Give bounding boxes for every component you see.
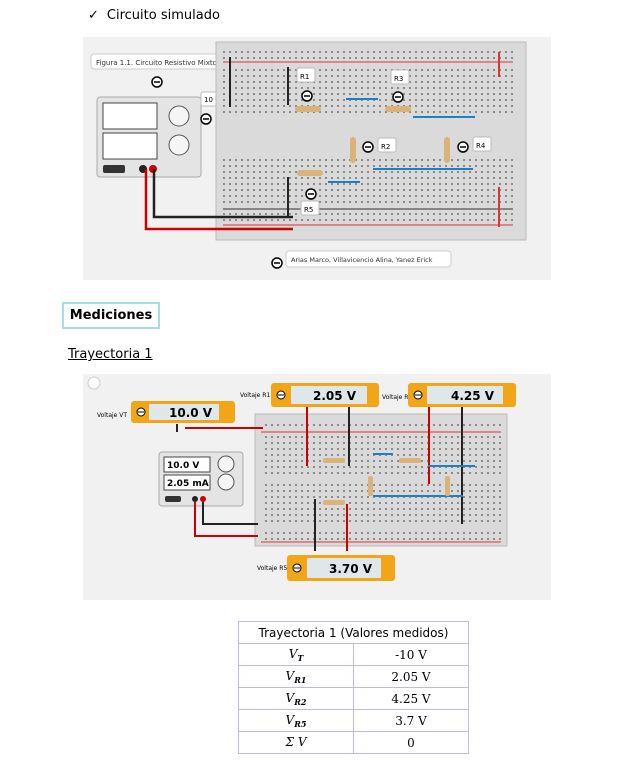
check-icon: ✓ [88, 8, 99, 23]
subtitle-trayectoria: Trayectoria 1 [68, 347, 153, 362]
figure-circuit-simulated: Figura 1.1. Circuito Resistivo Mixto 10 … [83, 37, 551, 280]
source-voltage-label: 10 v [204, 96, 219, 104]
row-value: -10 V [353, 643, 469, 666]
row-symbol: V [288, 646, 298, 661]
resistor-r5 [297, 170, 323, 176]
row-subscript: R1 [294, 674, 307, 685]
label-r2: R2 [381, 143, 390, 151]
section-label: Mediciones [69, 308, 153, 323]
measurement-diagram: 10.0 V 2.05 mA Voltaje VT 10.0 V V [87, 376, 516, 581]
figure-caption: Figura 1.1. Circuito Resistivo Mixto [96, 59, 217, 67]
row-subscript: T [297, 652, 304, 663]
table-row: VR1 2.05 V [238, 665, 469, 688]
current-knob-icon [168, 134, 190, 156]
supply-current: 2.05 mA [167, 479, 209, 489]
r2-label: Voltaje R2 [382, 394, 412, 401]
supply-voltage: 10.0 V [167, 461, 199, 471]
label-r5: R5 [304, 206, 313, 214]
results-table: Trayectoria 1 (Valores medidos) VT -10 V… [238, 621, 469, 754]
row-symbol: Σ V [285, 734, 307, 749]
label-r4: R4 [476, 142, 486, 150]
vt-label: Voltaje VT [97, 412, 127, 419]
r5-label: Voltaje R5 [257, 565, 287, 572]
row-symbol: V [285, 668, 295, 683]
fit-icon [87, 376, 101, 390]
r2-value: 4.25 V [451, 389, 495, 403]
row-subscript: R5 [294, 718, 307, 729]
figure-measurements: 10.0 V 2.05 mA Voltaje VT 10.0 V V [83, 374, 551, 600]
row-value: 0 [353, 731, 469, 754]
authors: Arias Marco, Villavicencio Alina, Yanez … [291, 256, 433, 264]
breadboard-2 [254, 413, 508, 547]
table-row: VR5 3.7 V [238, 709, 469, 732]
table-row: Σ V 0 [238, 731, 469, 754]
resistor-r3 [385, 106, 411, 112]
vt-value: 10.0 V [169, 406, 213, 420]
resistor-r4 [444, 137, 450, 163]
label-r3: R3 [394, 75, 403, 83]
circuit-diagram: Figura 1.1. Circuito Resistivo Mixto 10 … [90, 41, 527, 269]
resistor-r2 [350, 137, 356, 163]
table-row: VR2 4.25 V [238, 687, 469, 710]
r1-label: Voltaje R1 [240, 392, 270, 399]
r1-value: 2.05 V [313, 389, 357, 403]
row-symbol: V [285, 712, 295, 727]
table-row: VT -10 V [238, 643, 469, 666]
check-line: ✓ Circuito simulado [88, 8, 220, 23]
label-r1: R1 [300, 73, 309, 81]
row-value: 3.7 V [353, 709, 469, 732]
row-symbol: V [285, 690, 295, 705]
check-label: Circuito simulado [106, 8, 220, 23]
r5-value: 3.70 V [329, 562, 373, 576]
row-value: 2.05 V [353, 665, 469, 688]
supply-display-i [102, 132, 158, 160]
row-value: 4.25 V [353, 687, 469, 710]
supply-display-v [102, 102, 158, 130]
row-subscript: R2 [294, 696, 307, 707]
table-title: Trayectoria 1 (Valores medidos) [238, 621, 469, 644]
section-mediciones: Mediciones [62, 302, 160, 329]
voltage-knob-icon [168, 105, 190, 127]
resistor-r1 [295, 106, 321, 112]
